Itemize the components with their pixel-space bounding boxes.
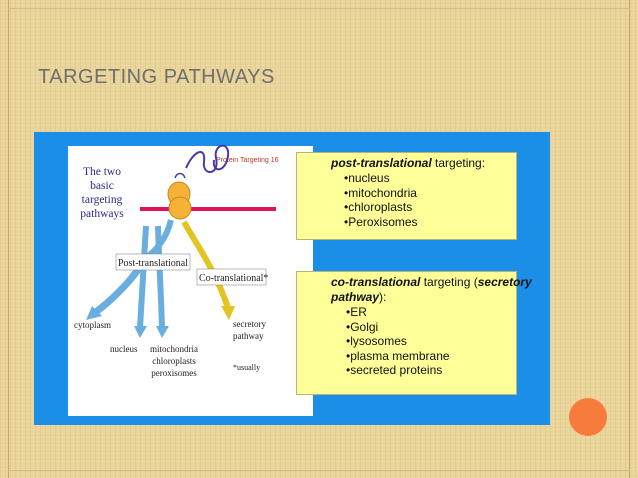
membrane-bar [140, 207, 276, 211]
slide-title: TARGETING PATHWAYS [38, 66, 275, 88]
co-box-item: •secreted proteins [346, 363, 443, 377]
footnote-usually: *usually [233, 363, 260, 372]
accent-circle [569, 398, 607, 436]
destination-pathway: pathway [233, 331, 264, 341]
destination-cytoplasm: cytoplasm [74, 320, 111, 330]
post-box-item: •chloroplasts [344, 200, 413, 214]
co-box-heading: co-translational targeting (secretory [331, 275, 532, 290]
co-box-heading-mid: targeting ( [420, 275, 478, 289]
arrow-to-cytoplasm [93, 262, 145, 315]
co-box-heading-end: ): [379, 290, 387, 304]
post-translational-box: post-translational targeting: •nucleus •… [296, 152, 517, 240]
post-translational-label-box [115, 253, 191, 271]
destination-mitochondria: mitochondria [150, 344, 198, 354]
co-translational-label-box [196, 268, 267, 286]
co-box-heading-bold3: pathway [331, 290, 380, 304]
destination-peroxisomes: peroxisomes [151, 368, 197, 378]
co-box-heading-line2: pathway): [331, 290, 516, 305]
post-box-item: •Peroxisomes [344, 214, 418, 229]
post-box-heading: post-translational targeting: [331, 156, 516, 171]
co-translational-box: co-translational targeting (secretory pa… [296, 271, 532, 395]
co-translational-label: Co-translational* [199, 273, 268, 284]
left-caption-line: targeting [82, 194, 123, 206]
co-box-heading-bold2: secretory [477, 275, 532, 289]
corner-tag: Protein Targeting 16 [216, 157, 279, 164]
arrow-head [86, 306, 102, 320]
arrow-to-secretory [181, 220, 231, 309]
arrow-to-mitochondria [155, 225, 165, 329]
targeting-diagram: The two basic targeting pathways Protein… [74, 144, 279, 378]
nascent-chain [174, 172, 186, 179]
co-box-item: •plasma membrane [346, 348, 450, 363]
post-box-heading-rest: targeting: [431, 156, 486, 170]
post-box-item: •mitochondria [344, 185, 417, 200]
left-caption-line: The two [83, 166, 121, 178]
mrna-strand [185, 144, 230, 173]
co-box-item: •Golgi [346, 319, 379, 334]
co-box-item: •ER [346, 305, 367, 319]
frame-left-line [8, 0, 9, 478]
figure-panel: The two basic targeting pathways Protein… [34, 132, 550, 425]
ribosome-bottom [168, 196, 192, 220]
post-box-heading-bold: post-translational [331, 156, 432, 170]
destination-secretory: secretory [233, 319, 266, 329]
diagram-background [68, 146, 313, 416]
arrow-head [134, 326, 147, 338]
co-box-heading-bold: co-translational [331, 275, 421, 289]
arrow-to-nucleus [137, 225, 149, 329]
frame-top-line [8, 8, 630, 9]
frame-right-line [629, 0, 630, 478]
destination-nucleus: nucleus [110, 344, 138, 354]
arrow-head [156, 326, 169, 338]
co-box-item: •lysosomes [346, 334, 407, 348]
arrow-head [221, 306, 235, 320]
post-translational-label: Post-translational [118, 258, 188, 269]
frame-bottom-line [8, 470, 630, 471]
left-caption-line: pathways [80, 208, 124, 220]
left-caption-line: basic [90, 180, 114, 192]
destination-chloroplasts: chloroplasts [152, 356, 196, 366]
post-box-item: •nucleus [344, 171, 390, 185]
